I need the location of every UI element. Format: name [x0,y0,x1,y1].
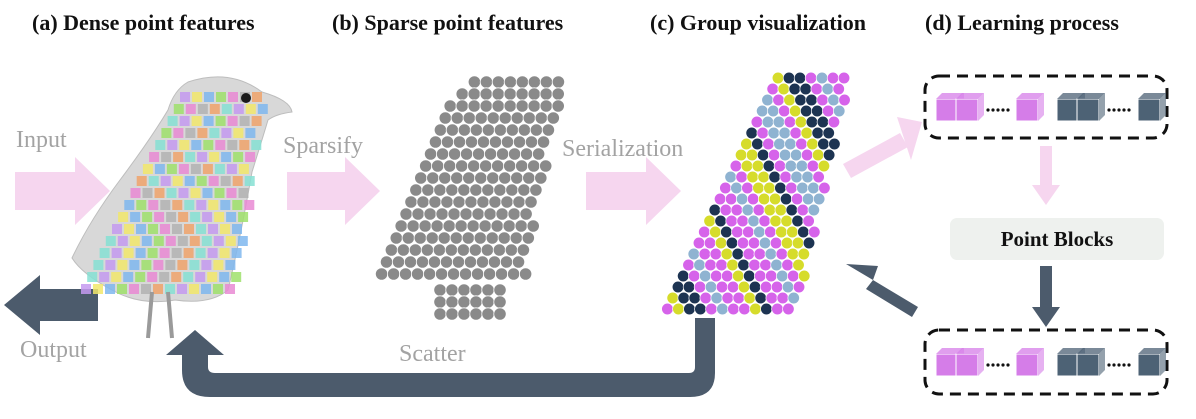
output-arrow [4,275,98,335]
feature-sequence-box-bottom [923,328,1169,396]
to-learning-arrow [843,117,922,178]
feature-tokens-bottom [935,348,1166,377]
sparse-bird [374,75,566,321]
panel-title-learning: (d) Learning process [925,10,1119,35]
serialization-label: Serialization [562,136,684,162]
panel-title-dense: (a) Dense point features [32,10,255,35]
dense-bird [71,76,293,339]
feature-sequence-box-top [923,74,1169,140]
input-arrow [15,157,110,225]
input-label: Input [16,127,67,153]
learning-down-arrow [1032,146,1060,205]
serialization-arrow [586,157,681,225]
output-label: Output [20,337,87,363]
blocks-down-arrow [1032,266,1060,327]
panel-title-sparse: (b) Sparse point features [332,10,564,35]
panel-title-group: (c) Group visualization [650,10,866,35]
scatter-arrow [166,318,715,397]
point-blocks-box: Point Blocks [950,218,1164,260]
group-bird [661,71,851,316]
feature-tokens-top [935,93,1166,122]
from-learning-arrow [846,264,918,317]
sparsify-arrow [287,157,380,225]
scatter-label: Scatter [399,341,466,367]
sparsify-label: Sparsify [283,133,363,159]
